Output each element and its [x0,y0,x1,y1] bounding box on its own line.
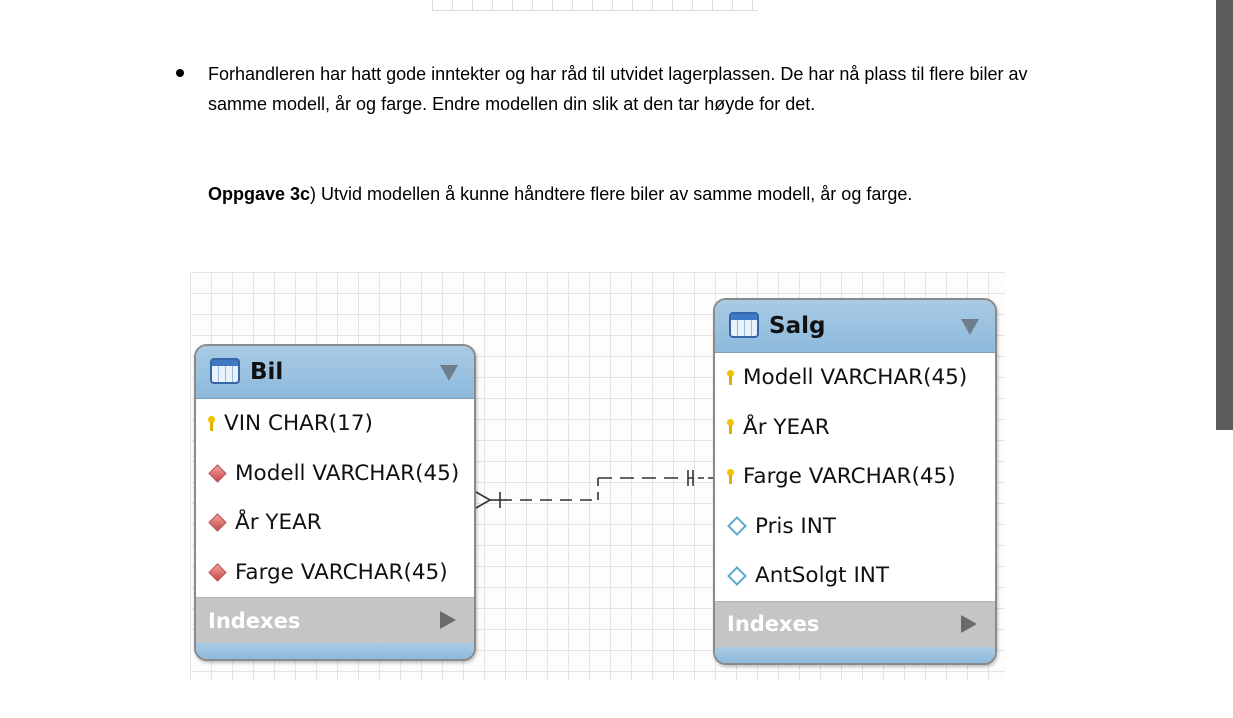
task-label: Oppgave 3c [208,184,311,204]
primary-key-icon [208,415,215,432]
indexes-section[interactable]: Indexes [715,600,995,647]
entity-bil[interactable]: Bil VIN CHAR(17) Modell VARCHAR(45) År Y… [194,344,476,661]
indexes-section[interactable]: Indexes [196,597,474,643]
column-label: Farge VARCHAR(45) [235,559,448,585]
table-icon [729,312,759,338]
column-label: År YEAR [743,414,830,440]
column-row[interactable]: VIN CHAR(17) [196,399,474,449]
er-diagram: Bil VIN CHAR(17) Modell VARCHAR(45) År Y… [190,272,1005,680]
task-text: ) Utvid modellen å kunne håndtere flere … [310,184,913,204]
column-row[interactable]: Farge VARCHAR(45) [715,452,995,502]
column-row[interactable]: Modell VARCHAR(45) [196,449,474,499]
foreign-key-icon [208,513,227,532]
entity-title: Salg [769,313,826,339]
expand-icon[interactable] [961,614,977,633]
entity-salg[interactable]: Salg Modell VARCHAR(45) År YEAR Farge VA… [713,298,997,665]
column-label: Modell VARCHAR(45) [235,460,460,486]
attribute-icon [727,516,747,537]
foreign-key-icon [208,464,227,483]
primary-key-icon [727,369,734,386]
column-row[interactable]: Farge VARCHAR(45) [196,548,474,598]
previous-diagram-edge [432,0,758,11]
scrollbar[interactable] [1216,0,1233,430]
column-label: År YEAR [235,510,322,536]
indexes-label: Indexes [208,608,301,633]
bullet-text: Forhandleren har hatt gode inntekter og … [208,64,1028,114]
column-label: AntSolgt INT [755,563,890,589]
bullet-paragraph: Forhandleren har hatt gode inntekter og … [170,60,1090,119]
column-label: Farge VARCHAR(45) [743,464,956,490]
table-icon [210,358,240,384]
expand-icon[interactable] [440,611,456,629]
attribute-icon [727,565,747,586]
entity-footer [715,646,995,663]
column-label: Pris INT [755,513,836,539]
indexes-label: Indexes [727,612,820,636]
bullet-icon [176,69,184,77]
column-label: VIN CHAR(17) [224,411,373,437]
collapse-icon[interactable] [440,365,458,381]
task-paragraph: Oppgave 3c) Utvid modellen å kunne håndt… [208,180,912,209]
crow-foot-icon [475,491,492,509]
entity-header[interactable]: Bil [196,346,474,399]
entity-header[interactable]: Salg [715,300,995,353]
foreign-key-icon [208,563,227,582]
column-row[interactable]: AntSolgt INT [715,551,995,601]
column-row[interactable]: Pris INT [715,502,995,552]
column-row[interactable]: Modell VARCHAR(45) [715,353,995,403]
relationship-connector [475,470,713,509]
entity-footer [196,643,474,659]
column-label: Modell VARCHAR(45) [743,365,968,391]
collapse-icon[interactable] [961,319,979,335]
primary-key-icon [727,468,734,485]
column-row[interactable]: År YEAR [196,498,474,548]
column-row[interactable]: År YEAR [715,403,995,453]
entity-title: Bil [250,359,284,385]
primary-key-icon [727,419,734,435]
